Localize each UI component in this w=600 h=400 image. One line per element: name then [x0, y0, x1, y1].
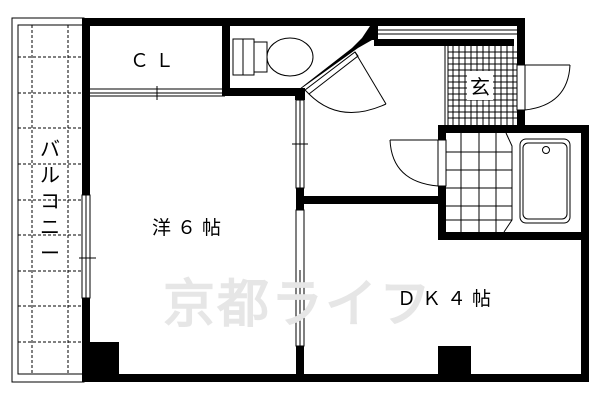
balcony-char: ル [40, 163, 60, 187]
watermark: 京都ライフ [163, 275, 434, 335]
balcony-char: ー [40, 241, 60, 265]
balcony-char: ニ [40, 215, 60, 239]
balcony [11, 17, 85, 383]
dk-label: ＤＫ４帖 [397, 288, 498, 310]
balcony-label: バ ル コ ニ ー [38, 136, 62, 266]
western-room-label: 洋６帖 [152, 217, 228, 239]
entrance-shelf [370, 18, 518, 46]
entrance-label: 玄 [467, 71, 493, 100]
bathroom [389, 125, 589, 240]
closet-label: ＣＬ [130, 50, 181, 72]
dk-sliding-door [295, 209, 305, 347]
entrance-door [516, 64, 571, 111]
balcony-char: バ [40, 137, 60, 161]
partition-walls [296, 96, 445, 382]
closet [90, 18, 230, 100]
entrance-tiles [447, 46, 517, 125]
balcony-char: コ [40, 189, 60, 213]
toilet-room [222, 26, 387, 113]
western-room-door [292, 99, 308, 189]
balcony-window [79, 194, 96, 299]
